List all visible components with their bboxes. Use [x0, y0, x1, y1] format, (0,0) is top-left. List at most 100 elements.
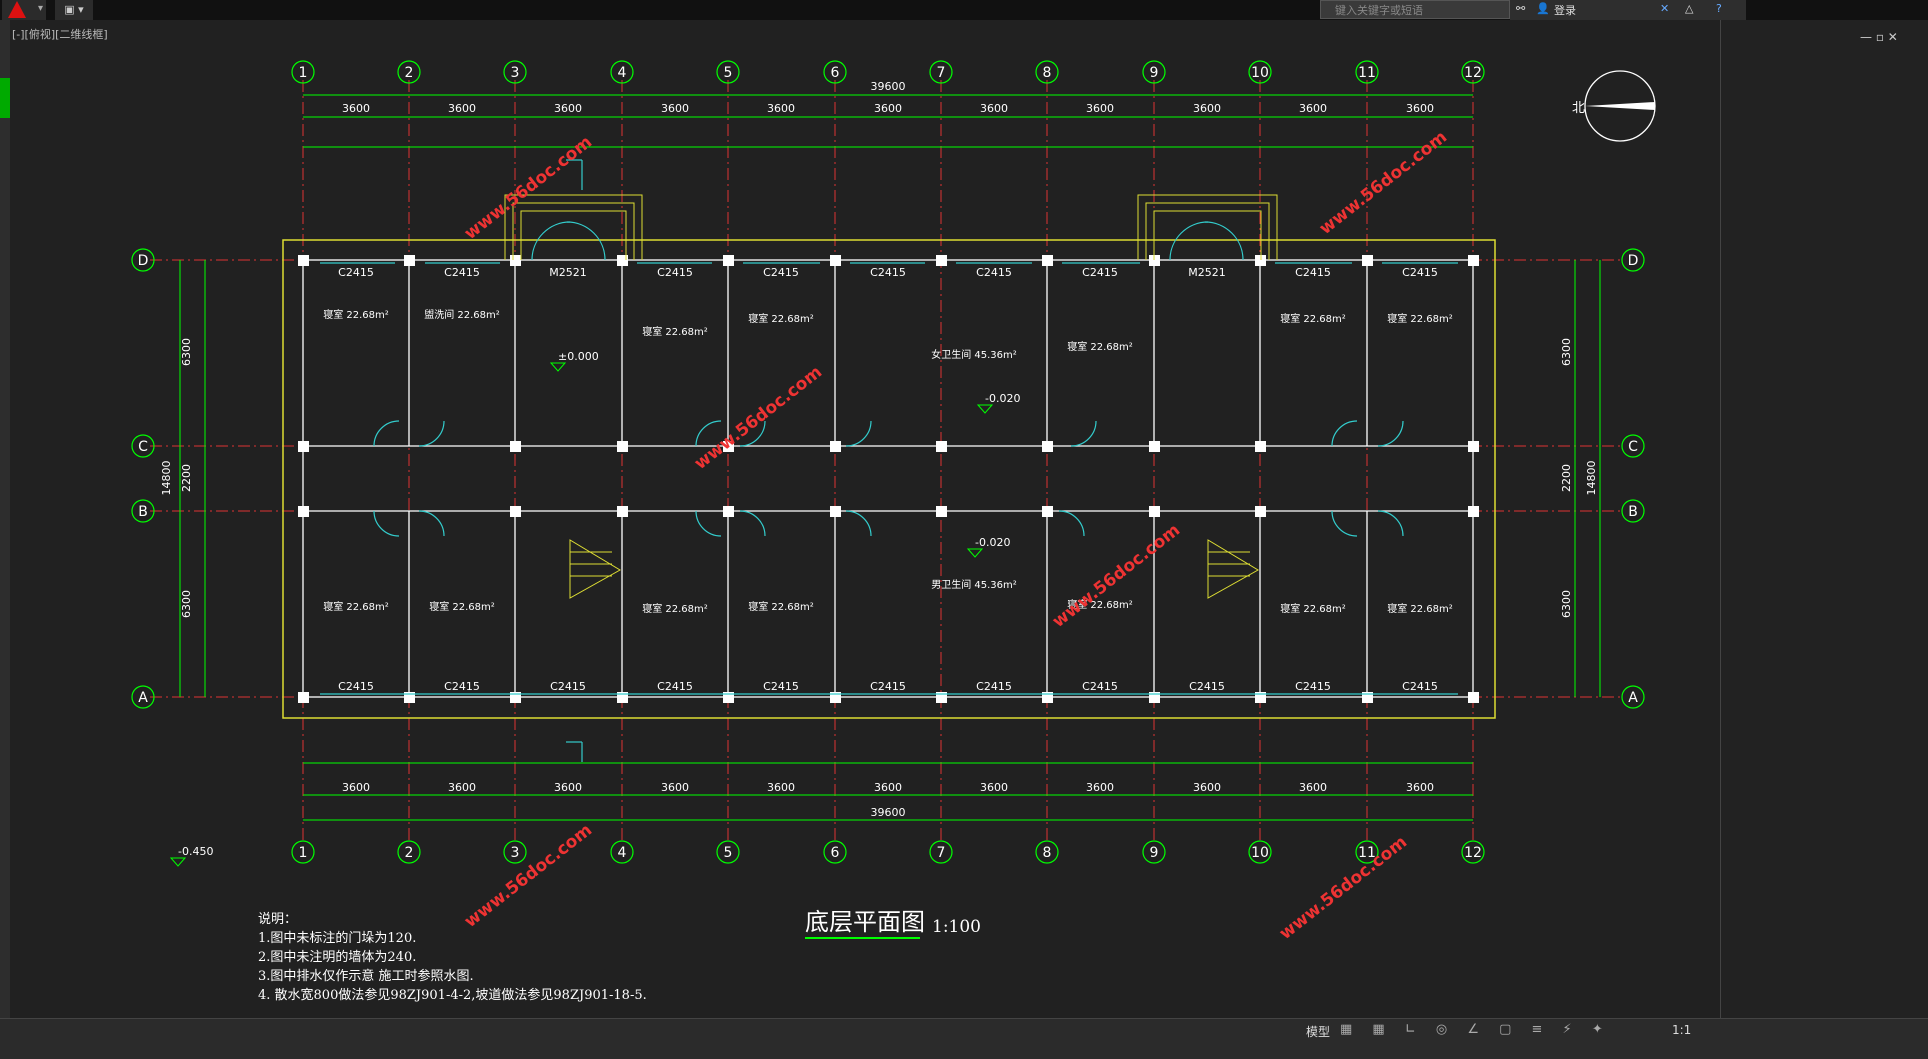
axis-4-top: 4 — [618, 65, 627, 81]
total-depth-left: 14800 — [160, 461, 173, 496]
elevation-text: ±0.000 — [558, 350, 599, 363]
triangle-icon[interactable]: △ — [1685, 2, 1694, 15]
window-label: C2415 — [1295, 680, 1331, 693]
axis-9-top: 9 — [1150, 65, 1159, 81]
application-menu-button[interactable]: ▾ — [2, 0, 46, 20]
left-green-tab[interactable] — [0, 78, 10, 118]
door-label: M2521 — [549, 266, 587, 279]
window-label: C2415 — [550, 680, 586, 693]
axis-A-right: A — [1628, 690, 1638, 706]
span-dim: 3600 — [1406, 102, 1434, 115]
axis-C-right: C — [1628, 439, 1638, 455]
axis-12-bottom: 12 — [1464, 845, 1482, 861]
north-arrow: 北 — [1572, 70, 1656, 142]
span-dim: 3600 — [980, 102, 1008, 115]
viewport-controls[interactable]: [-][俯视][二维线框] — [12, 28, 108, 41]
axis-2-top: 2 — [405, 65, 414, 81]
elevation-triangles — [169, 362, 994, 867]
drawing-scale: 1:100 — [932, 917, 981, 937]
window-label: C2415 — [763, 680, 799, 693]
room-label: 寝室 22.68m² — [642, 602, 708, 615]
window-label: C2415 — [1189, 680, 1225, 693]
binoculars-icon[interactable]: ⚯ — [1516, 2, 1526, 15]
windows-and-doors — [320, 159, 1458, 762]
axis-1-top: 1 — [299, 65, 308, 81]
span-dim: 3600 — [1193, 102, 1221, 115]
window-label: C2415 — [1402, 266, 1438, 279]
room-label: 寝室 22.68m² — [748, 600, 814, 613]
watermark: www.56doc.com — [461, 132, 596, 244]
span-dim: 3600 — [874, 102, 902, 115]
overall-dim-top: 39600 — [871, 80, 906, 93]
span-dim: 3600 — [448, 781, 476, 794]
span-dim: 3600 — [661, 102, 689, 115]
span-dim: 3600 — [767, 102, 795, 115]
left-panel-strip — [0, 20, 10, 1038]
right-panel — [1720, 20, 1928, 1038]
notes-heading: 说明： — [258, 912, 298, 927]
overall-dim-bottom: 39600 — [871, 806, 906, 819]
watermark: www.56doc.com — [1316, 127, 1451, 239]
room-label: 寝室 22.68m² — [1280, 602, 1346, 615]
axis-7-top: 7 — [937, 65, 946, 81]
drawing-title: 底层平面图 — [805, 908, 925, 936]
window-controls[interactable]: — ▫ ✕ — [1860, 30, 1898, 44]
room-label: 寝室 22.68m² — [1067, 598, 1133, 611]
elevation-text: -0.020 — [985, 392, 1020, 405]
watermark: www.56doc.com — [1049, 520, 1184, 632]
note-line: 4. 散水宽800做法参见98ZJ901-4-2,坡道做法参见98ZJ901-1… — [258, 988, 647, 1003]
axis-6-bottom: 6 — [831, 845, 840, 861]
exchange-icon[interactable]: ✕ — [1660, 2, 1670, 15]
note-line: 3.图中排水仅作示意 施工时参照水图. — [258, 969, 474, 984]
room-label: 寝室 22.68m² — [1387, 312, 1453, 325]
axis-6-top: 6 — [831, 65, 840, 81]
span-dim: 3600 — [767, 781, 795, 794]
apron-outline — [282, 239, 1496, 719]
span-dim: 3600 — [1086, 781, 1114, 794]
chevron-down-icon: ▾ — [38, 3, 44, 14]
axis-B-right: B — [1628, 504, 1638, 520]
axis-D-right: D — [1628, 253, 1639, 269]
room-label: 寝室 22.68m² — [642, 325, 708, 338]
window-label: C2415 — [657, 266, 693, 279]
notes-block: 说明： 1.图中未标注的门垛为120. 2.图中未注明的墙体为240. 3.图中… — [258, 910, 647, 1005]
span-dim: 3600 — [661, 781, 689, 794]
axis-10-top: 10 — [1251, 65, 1269, 81]
axis-B-left: B — [138, 504, 148, 520]
total-depth-right: 14800 — [1585, 461, 1598, 496]
span-dim: 3600 — [554, 102, 582, 115]
window-label: C2415 — [1295, 266, 1331, 279]
elevation-text: -0.450 — [178, 845, 213, 858]
model-tab[interactable]: 模型 — [1306, 1025, 1331, 1039]
quick-access-save-button[interactable]: ▣ ▾ — [55, 0, 93, 20]
help-icon[interactable]: ? — [1716, 2, 1722, 15]
autocad-logo-icon — [8, 1, 26, 18]
room-label: 盥洗间 22.68m² — [424, 308, 500, 321]
door-label: M2521 — [1188, 266, 1226, 279]
drawing-canvas[interactable] — [0, 20, 1720, 1038]
room-label: 男卫生间 45.36m² — [931, 578, 1017, 591]
status-toggle-icons[interactable]: ▦ ▦ ∟ ◎ ∠ ▢ ≡ ⚡ ✦ — [1340, 1022, 1611, 1037]
room-label: 寝室 22.68m² — [1067, 340, 1133, 353]
axis-3-top: 3 — [511, 65, 520, 81]
note-line: 1.图中未标注的门垛为120. — [258, 931, 417, 946]
axis-1-bottom: 1 — [299, 845, 308, 861]
span-dim: 3600 — [1086, 102, 1114, 115]
axis-9-bottom: 9 — [1150, 845, 1159, 861]
axis-lines — [150, 80, 1620, 840]
annotation-scale[interactable]: 1:1 — [1672, 1023, 1692, 1037]
window-label: C2415 — [1082, 680, 1118, 693]
login-link[interactable]: 登录 — [1554, 4, 1576, 17]
room-label: 寝室 22.68m² — [748, 312, 814, 325]
search-input[interactable]: 键入关键字或短语 — [1320, 0, 1510, 19]
span-dim: 3600 — [1193, 781, 1221, 794]
span-dim: 3600 — [342, 781, 370, 794]
axis-C-left: C — [138, 439, 148, 455]
watermark: www.56doc.com — [691, 362, 826, 474]
room-label: 寝室 22.68m² — [429, 600, 495, 613]
user-icon[interactable]: 👤 — [1536, 2, 1550, 15]
axis-A-left: A — [138, 690, 148, 706]
axis-7-bottom: 7 — [937, 845, 946, 861]
